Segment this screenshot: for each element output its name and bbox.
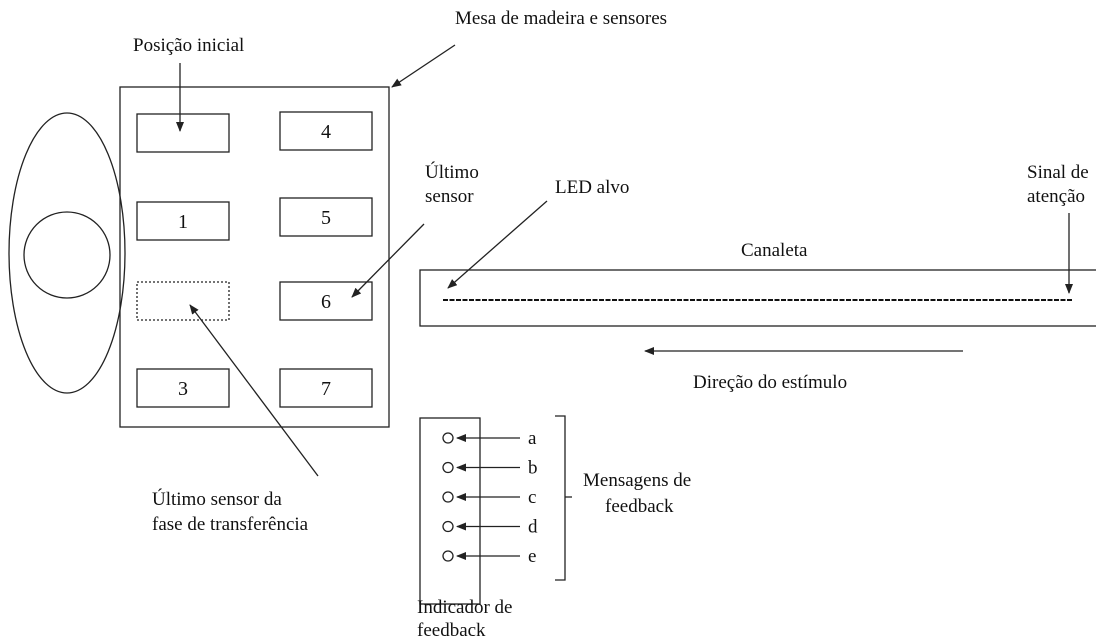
attention-signal-label-line1: Sinal de <box>1027 162 1089 183</box>
sensor-4 <box>279 111 373 151</box>
sensor-7-label: 7 <box>321 378 331 400</box>
target-led-arrow <box>447 200 548 289</box>
last-sensor-arrow <box>351 223 425 298</box>
feedback-indicator-box <box>419 417 481 605</box>
wooden-table: 4 1 5 6 3 7 <box>119 86 390 428</box>
start-position-label: Posição inicial <box>133 35 244 56</box>
target-led-label: LED alvo <box>555 177 629 198</box>
sensor-6 <box>279 281 373 321</box>
sensor-5 <box>279 197 373 237</box>
feedback-led-icon <box>442 550 454 562</box>
sensor-3-label: 3 <box>178 378 188 400</box>
attention-signal-label-line2: atenção <box>1027 186 1085 207</box>
channel: Canaleta <box>419 240 1096 327</box>
feedback-item-label: c <box>528 487 536 508</box>
sensor-1 <box>136 201 230 241</box>
sensor-6-label: 6 <box>321 291 331 313</box>
feedback-item-label: b <box>528 458 538 479</box>
feedback-indicator-label-line1: Indicador de <box>417 597 512 618</box>
feedback-bracket <box>555 415 566 581</box>
feedback-item-label: d <box>528 517 538 538</box>
sensor-1-label: 1 <box>178 211 188 233</box>
sensor-start-position <box>136 113 230 153</box>
feedback-led-icon <box>442 491 454 503</box>
feedback-messages-label-line2: feedback <box>605 496 674 517</box>
channel-label: Canaleta <box>741 240 808 261</box>
feedback-led-icon <box>442 461 454 474</box>
sensor-transfer-dotted <box>136 281 230 321</box>
feedback-messages-label-line1: Mensagens de <box>583 470 691 491</box>
transfer-sensor-label-line2: fase de transferência <box>152 514 309 535</box>
table-arrow <box>391 44 456 88</box>
last-sensor-label-line2: sensor <box>425 186 474 207</box>
channel-outline <box>419 269 1096 327</box>
stimulus-direction-label: Direção do estímulo <box>693 372 847 393</box>
feedback-item-label: a <box>528 428 537 449</box>
feedback-led-icon <box>442 520 454 533</box>
feedback-item-label: e <box>528 546 536 567</box>
transfer-sensor-arrow <box>189 304 319 477</box>
last-sensor-label-line1: Último <box>425 161 479 183</box>
table-label: Mesa de madeira e sensores <box>455 8 667 29</box>
transfer-sensor-label-line1: Último sensor da <box>152 488 282 510</box>
sensor-5-label: 5 <box>321 207 331 229</box>
feedback-led-icon <box>442 432 454 444</box>
participant-body <box>8 112 126 394</box>
table-outline <box>119 86 390 428</box>
sensor-7 <box>279 368 373 408</box>
sensor-3 <box>136 368 230 408</box>
feedback-indicator-label-line2: feedback <box>417 620 486 641</box>
participant-head <box>23 211 111 299</box>
sensor-4-label: 4 <box>321 121 331 143</box>
participant-figure <box>8 112 126 394</box>
